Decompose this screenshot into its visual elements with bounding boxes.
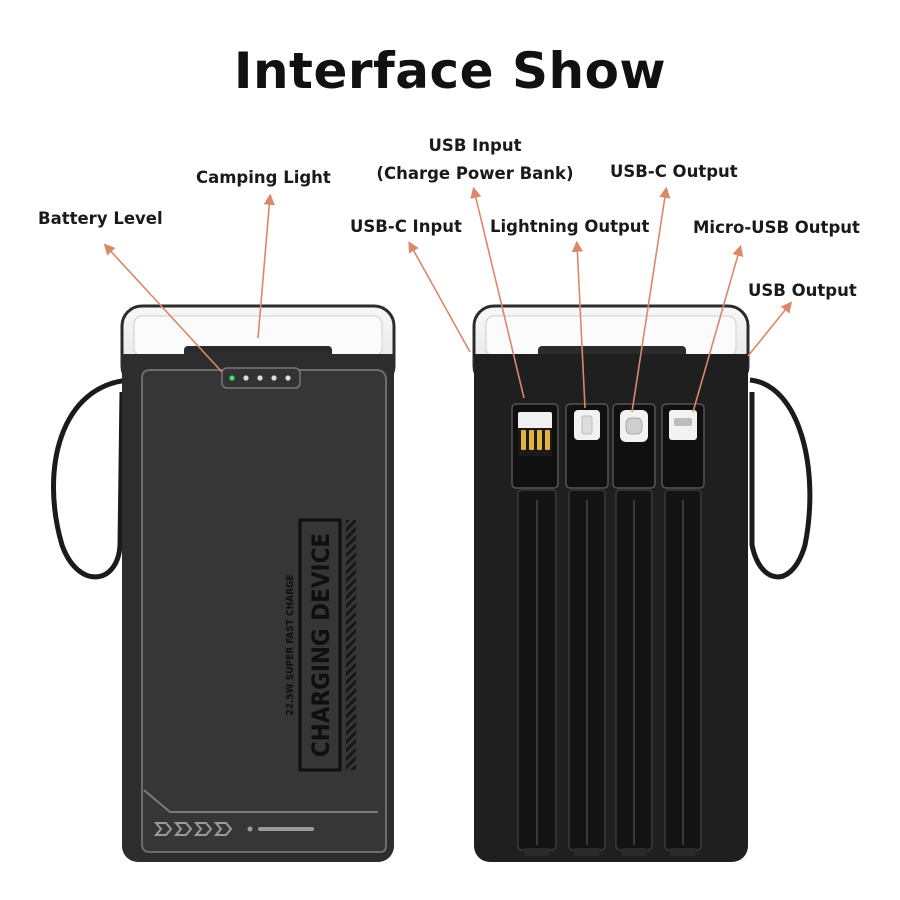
super-fast-charge-text: 22.5W SUPER FAST CHARGE bbox=[285, 574, 296, 715]
front-panel bbox=[141, 369, 387, 853]
lanyard-left bbox=[51, 377, 131, 580]
usb-input-note-label: (Charge Power Bank) bbox=[376, 164, 574, 183]
front-view-device: CHARGING DEVICE 22.5W SUPER FAST CHARGE bbox=[51, 304, 396, 862]
page-title: Interface Show bbox=[233, 42, 667, 100]
usb-input-label: USB Input bbox=[428, 136, 522, 155]
micro-usb-output-port bbox=[661, 403, 705, 489]
battery-leds bbox=[229, 375, 291, 381]
usb-c-output-label: USB-C Output bbox=[610, 162, 738, 181]
usb-c-output-port bbox=[612, 403, 656, 489]
battery-led bbox=[271, 375, 277, 381]
battery-led bbox=[243, 375, 249, 381]
lanyard-right bbox=[749, 377, 813, 580]
arrow-battery-level bbox=[103, 243, 223, 373]
arrow-usb-input bbox=[470, 186, 525, 399]
usb-output-label: USB Output bbox=[748, 281, 857, 300]
callout-arrows bbox=[103, 186, 793, 413]
lightning-output-label: Lightning Output bbox=[490, 217, 650, 236]
arrow-camping-light bbox=[257, 193, 275, 339]
lightning-output-port bbox=[565, 403, 609, 489]
back-view-device bbox=[472, 304, 813, 862]
arrow-usb-output bbox=[747, 301, 793, 357]
micro-usb-output-label: Micro-USB Output bbox=[693, 218, 860, 237]
usb-c-input-label: USB-C Input bbox=[350, 217, 462, 236]
arrow-usb-c-input bbox=[408, 241, 471, 353]
camping-light-label: Camping Light bbox=[196, 168, 331, 187]
arrow-lightning-output bbox=[571, 240, 586, 409]
usb-input-port bbox=[511, 403, 559, 489]
arrow-usb-c-output bbox=[631, 186, 671, 413]
battery-led bbox=[257, 375, 263, 381]
charging-device-print: CHARGING DEVICE 22.5W SUPER FAST CHARGE bbox=[285, 518, 356, 772]
battery-led bbox=[229, 375, 235, 381]
charging-device-text: CHARGING DEVICE bbox=[307, 533, 335, 757]
battery-level-label: Battery Level bbox=[38, 209, 163, 228]
arrow-micro-usb-output bbox=[692, 244, 744, 413]
battery-led bbox=[285, 375, 291, 381]
arrow-indicators bbox=[153, 822, 233, 836]
